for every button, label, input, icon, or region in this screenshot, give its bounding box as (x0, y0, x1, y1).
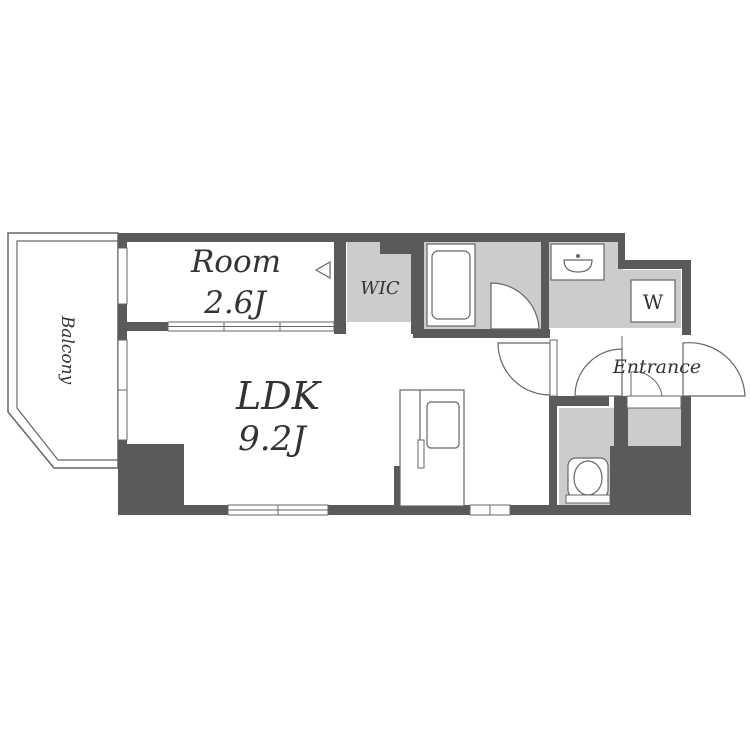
windows (117, 247, 511, 516)
wic-label: WIC (360, 278, 400, 299)
shoebox-door-swing (630, 371, 663, 397)
washroom: W (550, 243, 676, 323)
entrance-door-swing (682, 342, 746, 397)
washer-label: W (643, 290, 664, 314)
balcony-label: Balcony (57, 315, 77, 385)
kitchen-sink-icon (426, 401, 460, 449)
ldk-size: 9.2J (238, 419, 308, 459)
hall-door-swing (574, 348, 623, 397)
entrance-area: Entrance (574, 336, 746, 409)
room-label: Room (190, 244, 281, 280)
toilet (565, 457, 611, 504)
toilet-icon (573, 460, 603, 496)
ldk-door-swing (497, 342, 551, 396)
room: Room 2.6J (190, 244, 331, 321)
room-size: 2.6J (203, 285, 267, 321)
bathroom-door-swing (490, 282, 540, 330)
ldk-label: LDK (235, 374, 323, 418)
sink-icon (563, 259, 593, 273)
ldk: LDK 9.2J (235, 339, 558, 507)
bathroom (426, 243, 540, 330)
balcony: Balcony (7, 232, 119, 469)
washer-space (630, 279, 676, 323)
wic: WIC (360, 278, 400, 299)
entrance-label: Entrance (612, 356, 701, 378)
